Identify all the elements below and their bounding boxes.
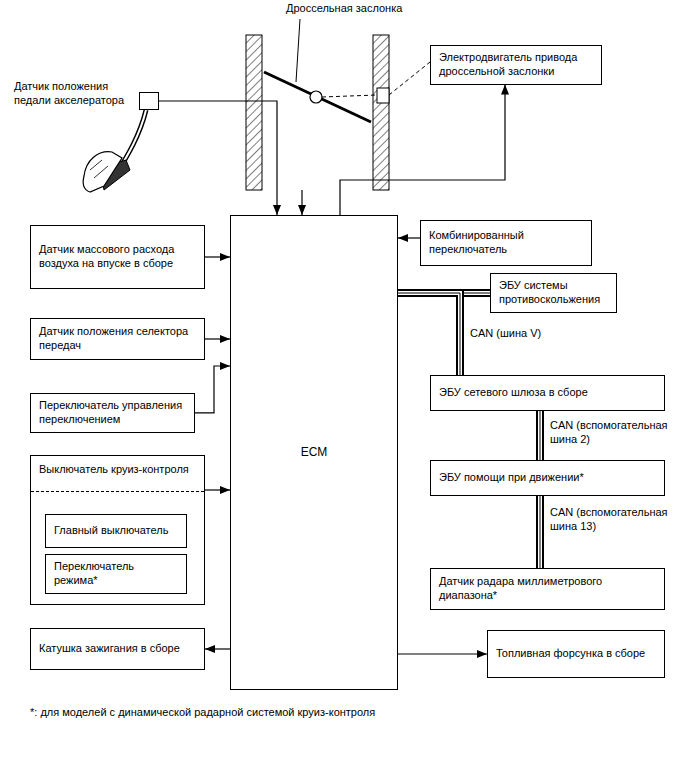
component-label: Датчик положения селектора передач — [39, 325, 196, 353]
connector-line — [398, 293, 460, 375]
signal-arrow — [398, 238, 420, 239]
connector-line — [398, 293, 460, 375]
group-heading: Выключатель круиз-контроля — [31, 456, 204, 492]
signal-arrow — [195, 366, 230, 413]
component-box: Дроссельная заслонка — [245, 0, 391, 190]
signal-arrow — [205, 257, 230, 258]
component-label: Катушка зажигания в сборе — [39, 642, 180, 656]
connector-line — [205, 489, 230, 490]
component-label: ЭБУ помощи при движении* — [439, 471, 584, 485]
component-box: Катушка зажигания в сборе — [30, 628, 205, 670]
component-label: Топливная форсунка в сборе — [496, 647, 645, 661]
component-label: Переключатель режима* — [54, 560, 178, 588]
signal-arrow — [398, 654, 487, 655]
connector-line — [398, 653, 487, 654]
signal-arrow — [340, 85, 505, 216]
component-box: Датчик радара миллиметрового диапазона* — [430, 568, 665, 610]
signal-arrow — [302, 190, 303, 215]
component-label: Датчик радара миллиметрового диапазона* — [439, 575, 656, 603]
component-label: ЭБУ сетевого шлюза в сборе — [439, 386, 588, 400]
signal-arrow — [205, 339, 230, 340]
component-label: ECM — [301, 445, 328, 460]
component-box: Топливная форсунка в сборе — [487, 630, 665, 678]
signal-arrow — [205, 490, 230, 491]
component-label: Дроссельная заслонка — [286, 2, 402, 16]
throttle-plate — [264, 72, 371, 122]
connector-line — [340, 85, 505, 216]
connector-line — [540, 411, 541, 460]
component-label: Переключатель управления переключением — [39, 399, 186, 427]
component-label: Электродвигатель привода дроссельной зас… — [439, 51, 593, 79]
component-box: Датчик массового расхода воздуха на впус… — [30, 225, 205, 289]
component-box: Электродвигатель привода дроссельной зас… — [430, 45, 602, 85]
connector-line — [538, 496, 542, 568]
bus-label: CAN (шина V) — [468, 326, 543, 342]
component-label: Датчик массового расхода воздуха на впус… — [39, 243, 196, 271]
component-label: ЭБУ системы противоскольжения — [499, 279, 608, 307]
leader-line — [296, 19, 300, 82]
throttle-wall — [246, 35, 262, 190]
component-box: Переключатель режима* — [45, 554, 187, 594]
footnote: *: для моделей с динамической радарной с… — [30, 706, 375, 720]
connector-line — [540, 496, 541, 568]
bus-label: CAN (вспомогательная шина 13) — [548, 505, 691, 535]
connector-line — [205, 648, 230, 649]
throttle-wall — [373, 35, 389, 190]
component-box: ECM — [230, 215, 398, 690]
shaft-link — [389, 62, 430, 95]
pedal-sensor — [139, 92, 159, 110]
component-label: Датчик положения педали акселератора — [14, 80, 132, 108]
connector-line — [538, 411, 542, 460]
component-box: ЭБУ системы противоскольжения — [490, 273, 617, 313]
connector-line — [195, 366, 230, 413]
connector-line — [205, 256, 230, 257]
component-box: Выключатель круиз-контроляГлавный выключ… — [30, 455, 205, 605]
component-box: Комбинированный переключатель — [420, 220, 592, 266]
signal-arrow — [205, 649, 230, 650]
connector-line — [398, 237, 420, 238]
connector-line — [398, 293, 460, 375]
throttle-sensor — [377, 88, 389, 103]
can-bus — [540, 411, 541, 460]
component-box: Датчик положения селектора передач — [30, 318, 205, 360]
foot — [83, 152, 122, 192]
signal-arrow — [159, 101, 277, 215]
throttle-shaft — [310, 91, 322, 103]
connector-line — [301, 190, 302, 215]
foot — [90, 160, 108, 178]
shaft-link — [322, 95, 377, 97]
bus-label: CAN (вспомогательная шина 2) — [548, 418, 691, 448]
connector-line — [159, 101, 277, 215]
component-box: Главный выключатель — [45, 514, 187, 548]
component-box: Переключатель управления переключением — [30, 393, 195, 433]
component-box: ЭБУ помощи при движении* — [430, 460, 665, 496]
can-bus — [540, 496, 541, 568]
connector-line — [536, 411, 544, 460]
component-box: ЭБУ сетевого шлюза в сборе — [430, 375, 665, 411]
connector-line — [536, 496, 544, 568]
connector-line — [205, 338, 230, 339]
component-label: Главный выключатель — [54, 524, 168, 538]
can-bus — [398, 293, 460, 375]
component-label: Комбинированный переключатель — [429, 229, 583, 257]
component-box: Датчик положения педали акселератора — [14, 80, 159, 120]
